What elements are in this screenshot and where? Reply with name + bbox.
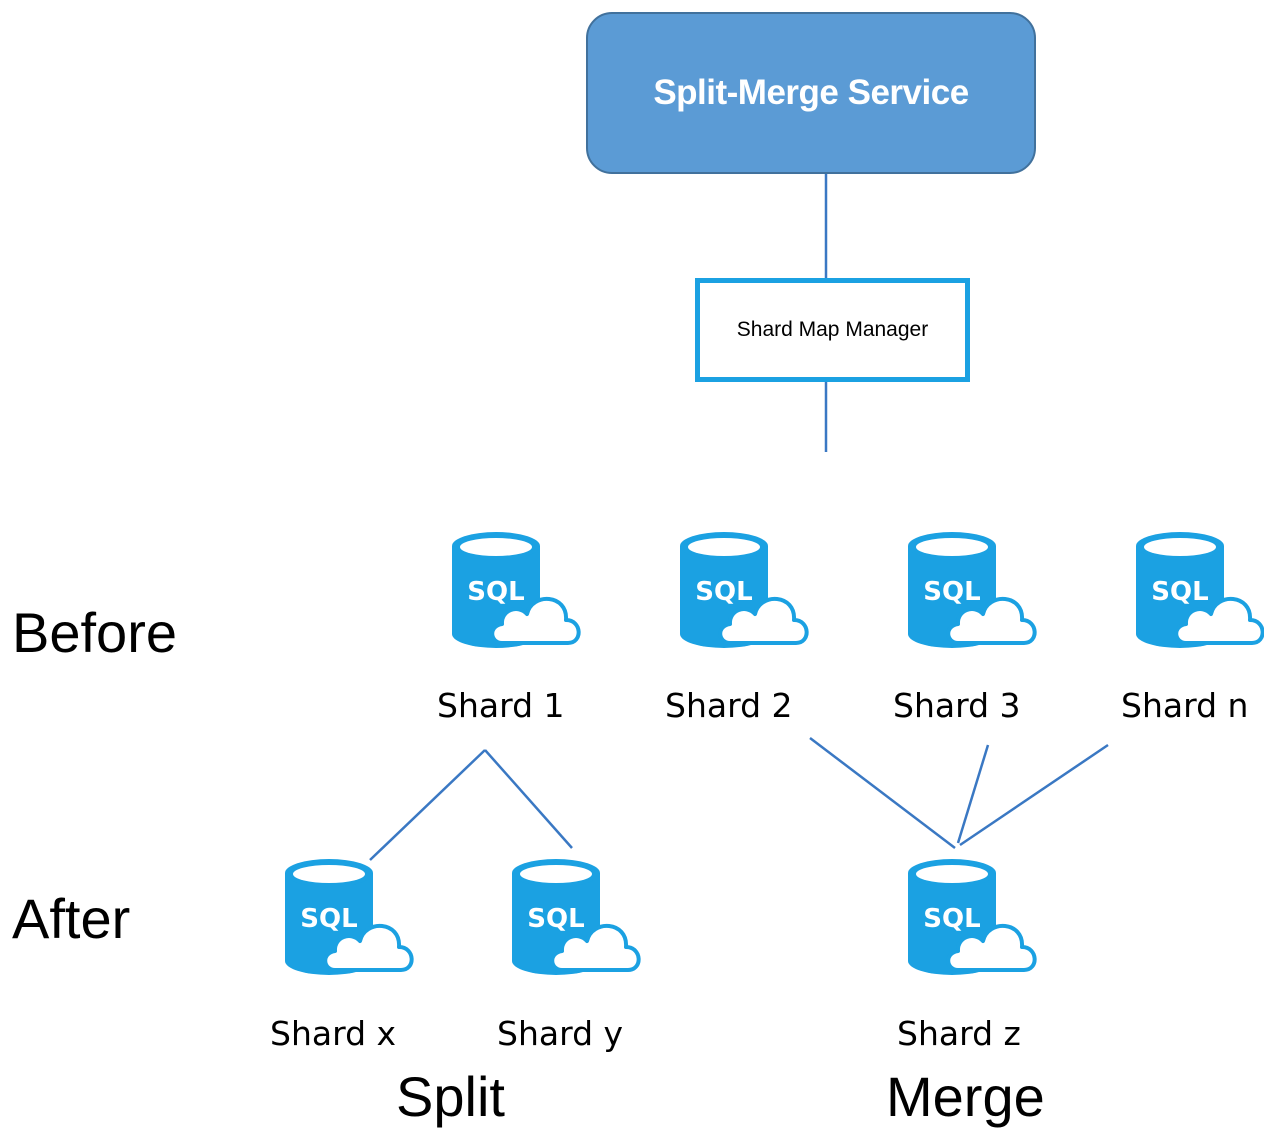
shard-label: Shard x [270,1014,397,1053]
shard-map-manager-box: Shard Map Manager [695,278,970,382]
shard-label: Shard n [1121,686,1249,725]
connector-shard2-to-shardz [809,737,956,849]
connector-shard1-to-shardy [484,749,573,849]
shard-map-manager-label: Shard Map Manager [736,318,929,341]
sql-icon-text: SQL [695,577,752,607]
connector-shard1-to-shardx [369,749,486,861]
connector-shard3-to-shardz [956,744,990,844]
sql-database-icon: SQL [906,857,1041,987]
shard-label: Shard 2 [665,686,793,725]
sql-icon-text: SQL [527,904,584,934]
sql-database-icon: SQL [510,857,645,987]
connector-shardn-to-shardz [959,743,1109,847]
shard-label: Shard z [897,1014,1021,1053]
sql-icon-text: SQL [467,577,524,607]
split-merge-service-box: Split-Merge Service [586,12,1036,174]
sql-icon-text: SQL [1151,577,1208,607]
service-label: Split-Merge Service [653,73,969,112]
sql-database-icon: SQL [450,530,585,660]
shard-label: Shard 1 [437,686,565,725]
sql-icon-text: SQL [300,904,357,934]
sql-database-icon: SQL [283,857,418,987]
after-label: After [12,887,131,950]
sql-icon-text: SQL [923,904,980,934]
sql-database-icon: SQL [678,530,813,660]
sql-database-icon: SQL [906,530,1041,660]
split-label: Split [396,1065,505,1128]
before-label: Before [12,601,177,664]
sql-icon-text: SQL [923,577,980,607]
shard-label: Shard y [497,1014,624,1053]
shard-label: Shard 3 [893,686,1021,725]
merge-label: Merge [886,1065,1045,1128]
sql-database-icon: SQL [1134,530,1264,660]
